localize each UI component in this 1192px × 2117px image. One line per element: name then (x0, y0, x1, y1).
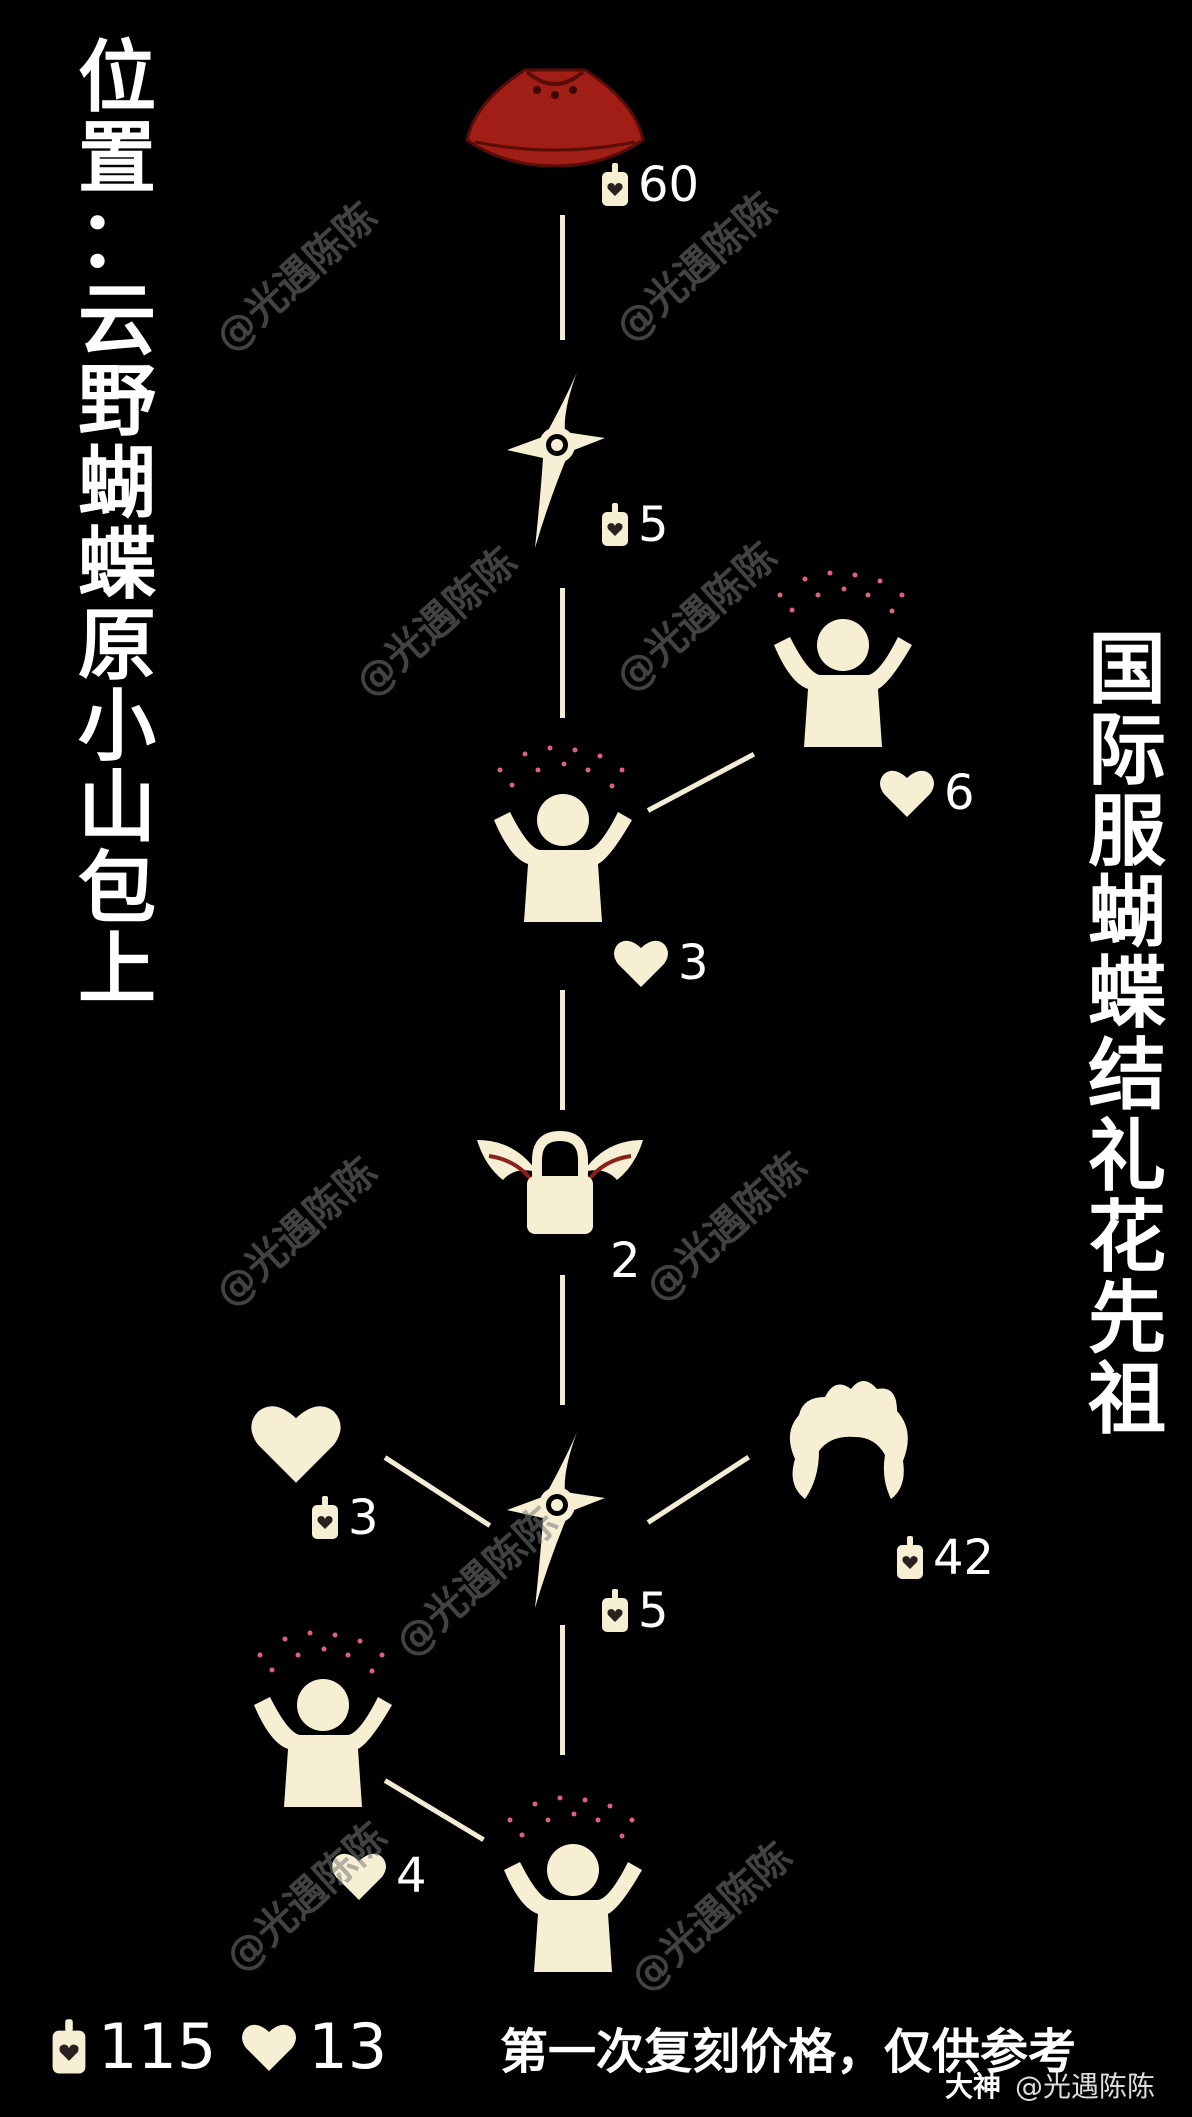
footer-credit: 大神 @光遇陈陈 (945, 2065, 1155, 2105)
location-title-char: 云 (78, 276, 157, 367)
location-title-char: 原 (78, 600, 157, 691)
total-hearts: 13 (308, 2010, 388, 2083)
star2-price: 5 (600, 1583, 669, 1639)
tree-connector (560, 588, 565, 718)
candle-icon (312, 1496, 338, 1539)
candle-icon (897, 1536, 923, 1579)
hair-price-value: 42 (933, 1530, 995, 1586)
bow-hair-icon (789, 1381, 908, 1499)
emote-node-right[interactable] (760, 565, 920, 755)
heart-icon (880, 770, 934, 817)
heart-left-price-value: 3 (348, 1490, 379, 1546)
location-title: 位 置 ： 云 野 蝴 蝶 原 小 山 包 上 (78, 33, 157, 1016)
lock-node[interactable] (475, 1120, 645, 1240)
hair-node[interactable] (785, 1375, 915, 1505)
emote-main1-price: 3 (612, 935, 709, 991)
star-emblem-icon (507, 372, 605, 548)
spirit-title-char: 结 (1088, 1030, 1167, 1121)
star-node-2[interactable] (505, 1430, 617, 1610)
location-title-char: 包 (78, 844, 157, 935)
star-emblem-icon (507, 1432, 605, 1608)
tree-connector (646, 1455, 751, 1525)
heart-gift-node[interactable] (248, 1400, 344, 1486)
tree-connector (560, 1275, 565, 1405)
emote-node-main-1[interactable] (480, 740, 640, 930)
watermark: @光遇陈陈 (206, 193, 387, 362)
cape-icon (465, 68, 645, 167)
tree-connector (560, 990, 565, 1110)
cheer-emote-icon (494, 745, 632, 922)
emote-right-price: 6 (878, 765, 975, 821)
emote-main1-price-value: 3 (678, 935, 709, 991)
spirit-title-char: 际 (1088, 706, 1167, 797)
emote-node-left[interactable] (240, 1625, 400, 1815)
cape-price-value: 60 (638, 157, 700, 213)
tree-connector (560, 215, 565, 340)
spirit-title-char: 花 (1088, 1192, 1167, 1283)
location-title-char: 位 (78, 33, 157, 123)
location-title-char: 野 (78, 357, 157, 448)
cheer-emote-icon (774, 570, 912, 747)
emote-right-price-value: 6 (944, 765, 975, 821)
candle-icon (602, 163, 628, 206)
emote-node-main-2[interactable] (490, 1790, 650, 1980)
lock-price: 2 (610, 1233, 641, 1289)
cape-node[interactable] (465, 62, 645, 167)
spirit-title-char: 蝶 (1088, 949, 1167, 1040)
price-note: 第一次复刻价格，仅供参考 (500, 2024, 1077, 2080)
cheer-emote-icon (254, 1630, 392, 1807)
total-cost: 115 13 (50, 2010, 387, 2083)
location-title-char: 山 (78, 762, 157, 853)
star1-price-value: 5 (638, 497, 669, 553)
footer-brand: 大神 (945, 2070, 1002, 2103)
star2-price-value: 5 (638, 1583, 669, 1639)
total-candles: 115 (98, 2010, 217, 2083)
spirit-title: 国 际 服 蝴 蝶 结 礼 花 先 祖 (1088, 625, 1167, 1445)
candle-icon (602, 503, 628, 546)
heart-icon (242, 2024, 297, 2071)
location-title-char: 蝶 (78, 519, 157, 610)
spirit-title-char: 礼 (1088, 1111, 1167, 1202)
location-title-char: 上 (78, 925, 157, 1016)
heart-icon (332, 1853, 386, 1900)
star1-price: 5 (600, 497, 669, 553)
spirit-title-char: 国 (1088, 625, 1167, 715)
lock-price-value: 2 (610, 1233, 641, 1289)
spirit-title-char: 先 (1088, 1273, 1167, 1364)
heart-gift-icon (251, 1406, 341, 1483)
emote-left-price: 4 (330, 1848, 427, 1904)
watermark: @光遇陈陈 (636, 1143, 817, 1312)
heart-left-price: 3 (310, 1490, 379, 1546)
location-title-char: ： (78, 195, 157, 286)
tree-connector (646, 751, 756, 813)
candle-icon (52, 2018, 86, 2073)
spirit-title-char: 祖 (1088, 1354, 1167, 1445)
spirit-title-char: 服 (1088, 787, 1167, 878)
watermark: @光遇陈陈 (346, 538, 527, 707)
cape-price: 60 (600, 157, 699, 213)
spirit-title-char: 蝴 (1088, 868, 1167, 959)
heart-icon (614, 940, 668, 987)
candle-icon (602, 1589, 628, 1632)
hair-price: 42 (895, 1530, 994, 1586)
emote-left-price-value: 4 (396, 1848, 427, 1904)
footer-handle: @光遇陈陈 (1015, 2070, 1156, 2103)
location-title-char: 蝴 (78, 438, 157, 529)
location-title-char: 小 (78, 681, 157, 772)
tree-connector (560, 1625, 565, 1755)
watermark: @光遇陈陈 (206, 1148, 387, 1317)
winged-lock-icon (477, 1130, 643, 1234)
cheer-emote-icon (504, 1795, 642, 1972)
star-node-1[interactable] (505, 370, 617, 550)
tree-connector (383, 1455, 492, 1528)
location-title-char: 置 (78, 114, 157, 205)
